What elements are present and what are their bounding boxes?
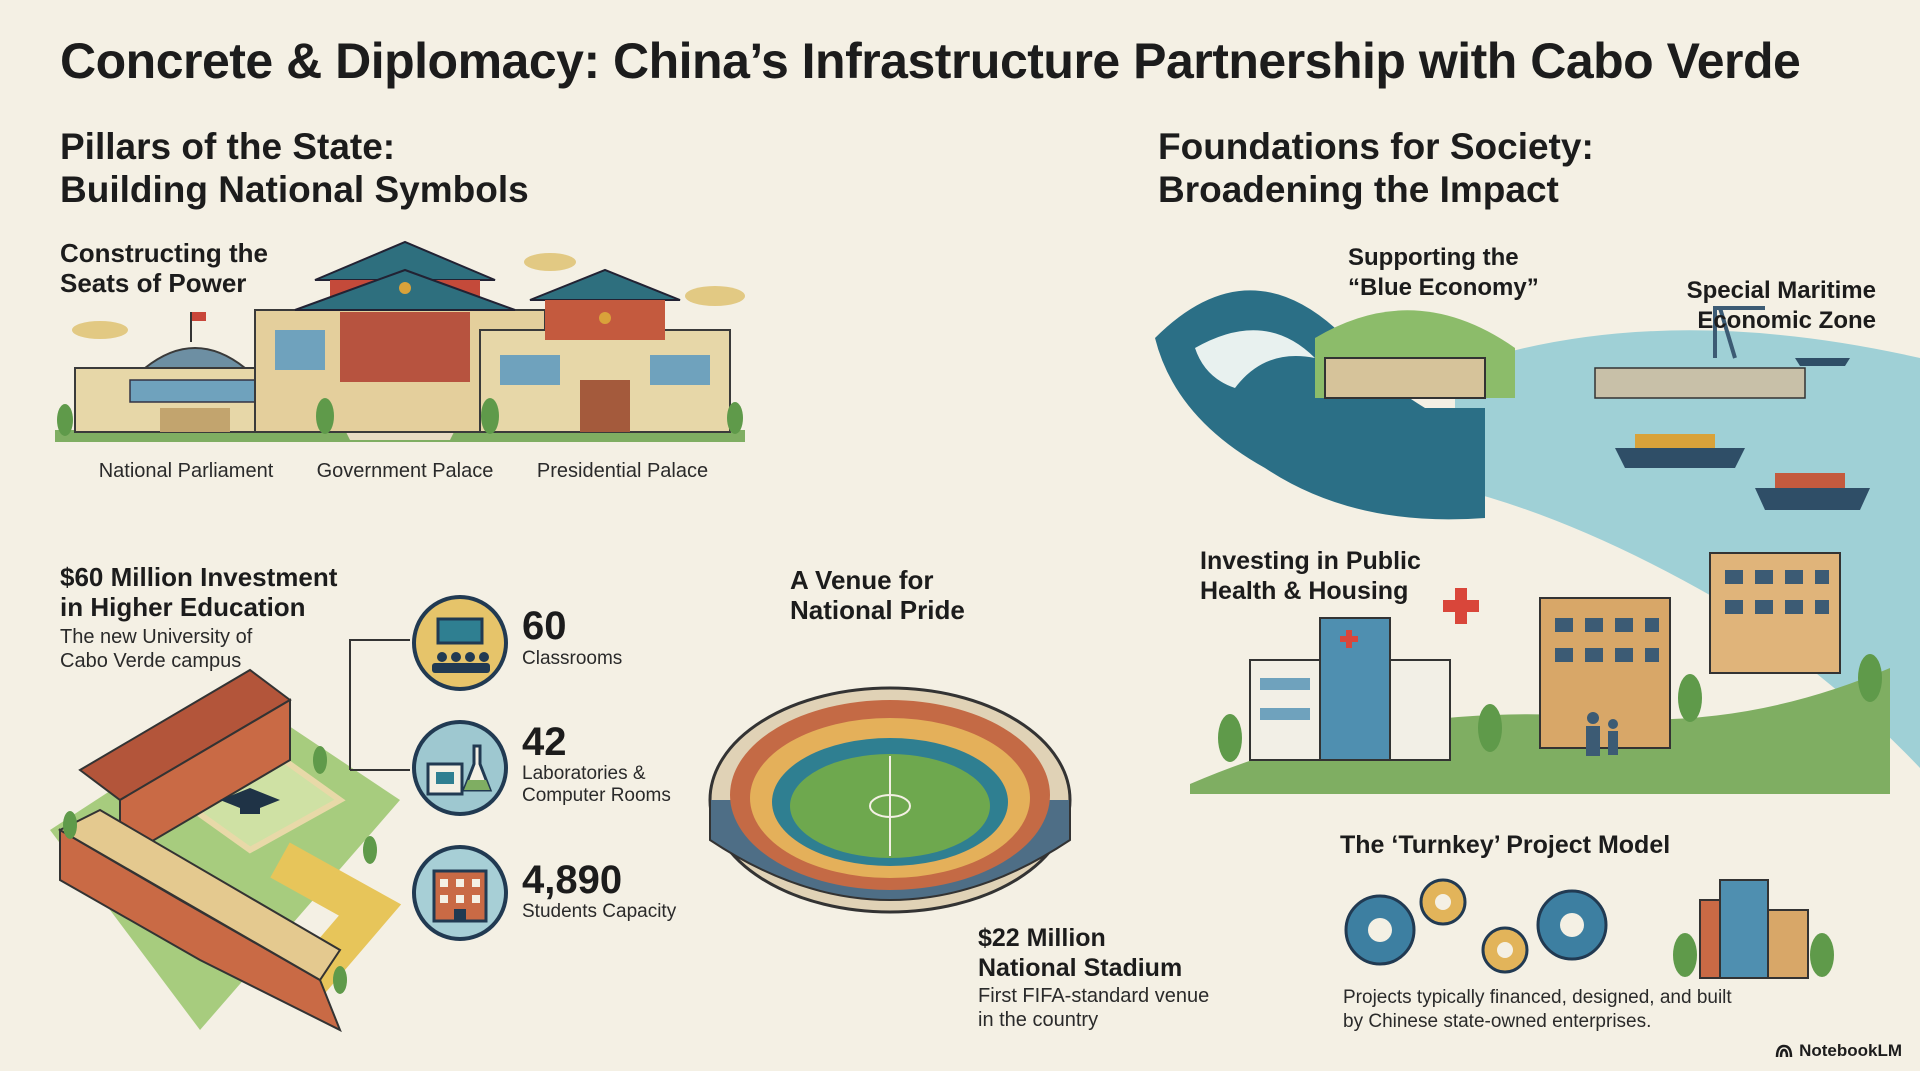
university-campus-illustration <box>50 668 402 1033</box>
stat-students-label: Students Capacity <box>522 901 677 922</box>
turnkey-heading: The ‘Turnkey’ Project Model <box>1340 831 1671 859</box>
stat-labs-value: 42 <box>522 720 567 764</box>
health-housing-illustration <box>1190 552 1890 794</box>
national-stadium-illustration <box>708 686 1072 914</box>
notebooklm-label: NotebookLM <box>1799 1041 1902 1060</box>
building-caption-parliament: National Parliament <box>98 460 274 482</box>
stadium-heading: A Venue for National Pride <box>790 565 965 625</box>
dormitory-icon <box>412 845 508 941</box>
stats-connector-lines <box>349 639 410 771</box>
turnkey-subtitle: Projects typically financed, designed, a… <box>1343 987 1732 1032</box>
education-investment-heading: $60 Million Investment in Higher Educati… <box>60 562 338 622</box>
red-cross-icon <box>1443 588 1479 624</box>
blue-economy-heading: Supporting the “Blue Economy” <box>1348 244 1539 301</box>
maritime-zone-label: Special Maritime Economic Zone <box>1686 277 1876 334</box>
stat-labs-label: Laboratories & Computer Rooms <box>522 763 671 806</box>
stat-students-value: 4,890 <box>522 858 623 902</box>
stadium-subtitle: First FIFA-standard venue in the country <box>978 985 1210 1031</box>
graduation-cap-icon <box>220 788 280 814</box>
presidential-palace-building <box>479 268 731 433</box>
building-caption-presidential: Presidential Palace <box>536 460 709 482</box>
port-cranes <box>1594 306 1806 399</box>
gears-icon <box>1344 878 1608 974</box>
laboratory-icon <box>412 720 508 816</box>
campus-building-bottom <box>57 808 342 1033</box>
stat-classrooms-label: Classrooms <box>522 648 623 669</box>
classroom-icon <box>412 595 508 691</box>
right-section-heading: Foundations for Society: Broadening the … <box>1158 126 1594 210</box>
government-buildings-illustration <box>55 240 745 442</box>
national-parliament-building <box>74 312 316 433</box>
turnkey-illustration <box>1344 878 1834 979</box>
completed-building <box>1673 879 1834 979</box>
stat-classrooms-value: 60 <box>522 604 567 648</box>
notebooklm-badge[interactable]: NotebookLM <box>1775 1041 1902 1061</box>
notebooklm-logo-icon <box>1775 1044 1793 1058</box>
hydro-dam <box>1324 357 1486 399</box>
health-housing-heading: Investing in Public Health & Housing <box>1200 547 1421 605</box>
container-ship <box>1755 473 1870 510</box>
left-section-heading: Pillars of the State: Building National … <box>60 126 529 210</box>
cargo-ship <box>1615 434 1745 468</box>
building-caption-government: Government Palace <box>316 460 494 482</box>
page-title: Concrete & Diplomacy: China’s Infrastruc… <box>60 33 1801 89</box>
family-figures <box>1586 712 1618 756</box>
stadium-cost-heading: $22 Million National Stadium <box>978 924 1183 982</box>
seats-of-power-heading: Constructing the Seats of Power <box>60 238 268 298</box>
education-subtitle: The new University of Cabo Verde campus <box>60 626 253 672</box>
housing-buildings <box>1539 552 1841 749</box>
hospital-building <box>1249 617 1451 761</box>
